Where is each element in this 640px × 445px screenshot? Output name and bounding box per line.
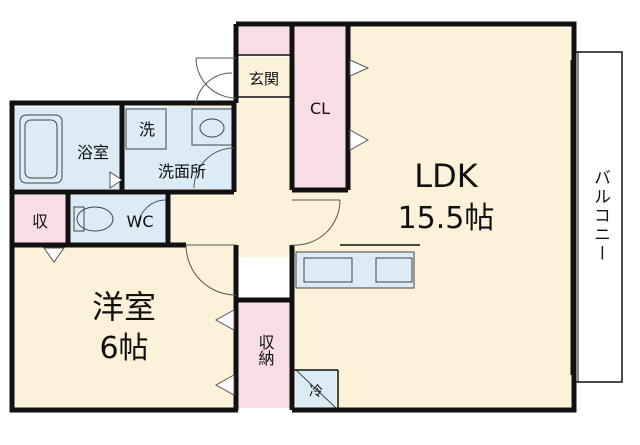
closet-floor (294, 27, 346, 189)
toilet-floor (70, 195, 166, 243)
western-room-floor (14, 245, 238, 410)
toilet-label: WC (127, 212, 154, 231)
washroom-label: 洗面所 (158, 162, 206, 181)
kitchen-stove (375, 257, 413, 283)
doors (137, 57, 341, 296)
washer-pan (125, 108, 167, 150)
ldk-label: LDK (414, 157, 478, 195)
kitchen-sink (303, 257, 353, 283)
storage-floor (238, 302, 292, 408)
toilet-bowl (76, 206, 114, 232)
windows (9, 60, 572, 395)
storage-label: 収納 (256, 334, 275, 367)
small-storage-floor (14, 195, 66, 243)
ldk-size-label: 15.5帖 (398, 201, 495, 236)
fridge-label: 冷 (309, 384, 323, 400)
entrance-label: 玄関 (249, 70, 279, 88)
western-room-label: 洋室 (92, 288, 156, 326)
walls (9, 21, 577, 413)
balcony-area (573, 51, 623, 383)
bath-label: 浴室 (77, 143, 109, 162)
entrance-floor (238, 57, 290, 97)
western-room-size-label: 6帖 (99, 331, 148, 366)
closet-label: CL (310, 99, 330, 118)
small-storage-label: 収 (32, 212, 48, 231)
washer-label: 洗 (139, 120, 155, 139)
sliding-door-marks (43, 59, 370, 396)
bathtub (19, 114, 63, 184)
entrance-storage-floor (238, 27, 290, 55)
balcony-label: バルコニー (590, 169, 610, 264)
washroom-floor (124, 107, 234, 189)
